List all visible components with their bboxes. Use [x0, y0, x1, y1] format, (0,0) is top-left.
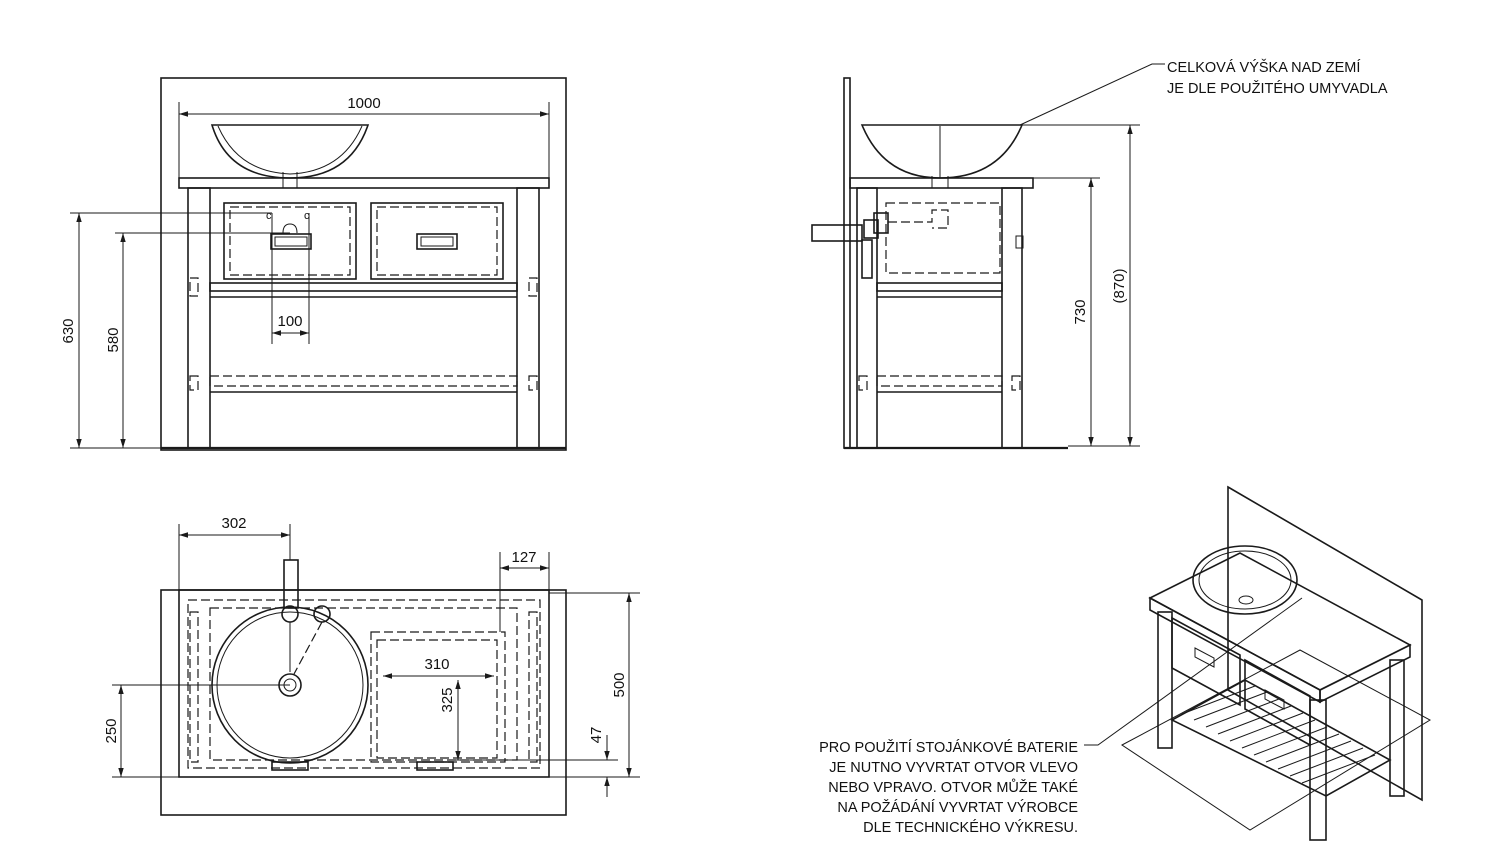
side-countertop — [849, 177, 1034, 189]
iso-drawer-right — [1244, 658, 1311, 747]
dim-side-height-730: 730 — [1072, 299, 1089, 324]
tap-spout — [283, 559, 299, 609]
front-countertop — [178, 177, 550, 189]
svg-text:c: c — [266, 210, 272, 222]
iso-basin — [1192, 545, 1298, 615]
iso-wall-panel — [1227, 485, 1423, 802]
dim-top-depth-500: 500 — [611, 672, 628, 697]
drawer-handle-left — [270, 233, 312, 250]
front-leg-left — [187, 187, 211, 449]
dim-cutout-width-310: 310 — [424, 656, 449, 673]
front-basin — [210, 124, 370, 179]
dim-cutout-depth-325: 325 — [439, 687, 456, 712]
dim-front-height-580: 580 — [105, 327, 122, 352]
side-basin — [860, 124, 1024, 179]
dim-front-height-630: 630 — [60, 318, 77, 343]
iso-leg-front — [1309, 699, 1327, 841]
iso-drawer-left — [1171, 616, 1241, 707]
front-view: c c 1000 630 580 100 — [60, 77, 567, 451]
front-wall-outline — [160, 77, 567, 451]
iso-shelf — [1170, 679, 1392, 797]
tap-note-line-1: PRO POUŽITÍ STOJÁNKOVÉ BATERIE — [819, 739, 1078, 756]
side-view: 730 (870) CELKOVÁ VÝŠKA NAD ZEMÍ JE DLE … — [811, 59, 1388, 450]
height-note-line-2: JE DLE POUŽITÉHO UMYVADLA — [1167, 80, 1388, 97]
tap-note-line-5: DLE TECHNICKÉHO VÝKRESU. — [863, 819, 1078, 836]
dim-top-offset-47: 47 — [588, 727, 605, 744]
tap-note-line-4: NA POŽÁDÁNÍ VYVRTAT VÝROBCE — [837, 799, 1078, 816]
front-leg-right — [516, 187, 540, 449]
top-wall-outline — [160, 589, 567, 816]
isometric-view: PRO POUŽITÍ STOJÁNKOVÉ BATERIE JE NUTNO … — [819, 485, 1432, 841]
dim-front-width: 1000 — [347, 95, 380, 112]
dim-top-offset-127: 127 — [511, 549, 536, 566]
top-view: 302 127 500 250 47 310 325 — [103, 515, 640, 816]
iso-countertop-top — [1148, 552, 1412, 691]
svg-text:c: c — [304, 210, 310, 222]
tap-note-line-2: JE NUTNO VYVRTAT OTVOR VLEVO — [829, 760, 1078, 776]
drawer-handle-right — [416, 233, 458, 250]
front-drawer-left — [223, 202, 357, 280]
dim-top-offset-250: 250 — [103, 718, 120, 743]
dim-tap-spacing: 100 — [277, 313, 302, 330]
dim-side-height-870: (870) — [1111, 268, 1128, 303]
waste-pipe — [811, 224, 863, 242]
front-drawer-right — [370, 202, 504, 280]
height-note-line-1: CELKOVÁ VÝŠKA NAD ZEMÍ — [1167, 59, 1360, 76]
side-wall — [843, 77, 851, 449]
dim-top-offset-302: 302 — [221, 515, 246, 532]
top-countertop — [178, 589, 550, 778]
tap-note-line-3: NEBO VPRAVO. OTVOR MŮŽE TAKÉ — [828, 778, 1078, 796]
